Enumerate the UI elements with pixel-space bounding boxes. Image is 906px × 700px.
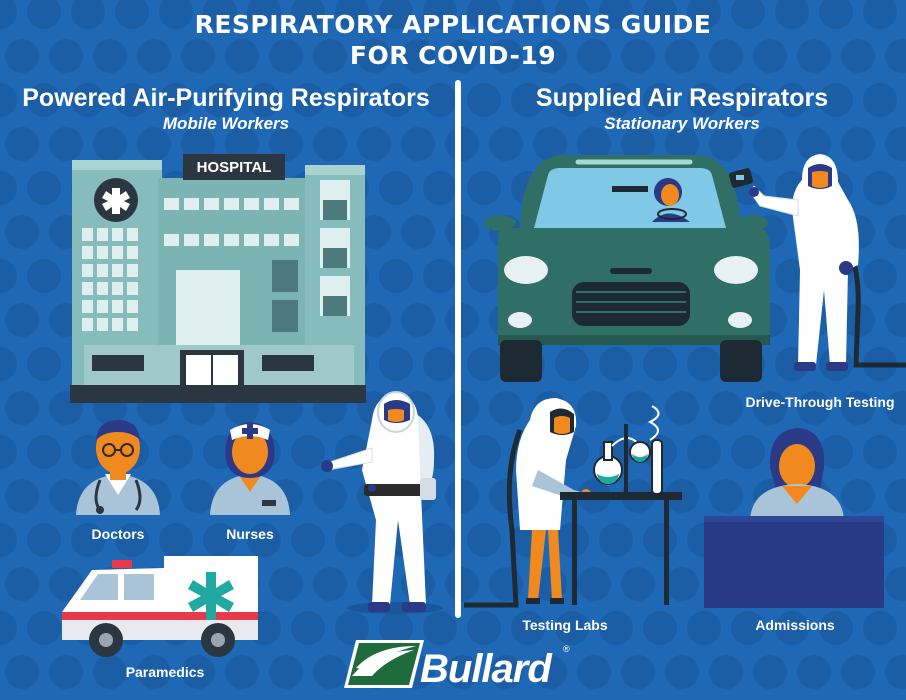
- left-section-subheading: Mobile Workers: [162, 114, 290, 133]
- paramedics-label: Paramedics: [125, 664, 205, 680]
- title-line-1: RESPIRATORY APPLICATIONS GUIDE: [194, 10, 712, 39]
- hospital-sign-text: HOSPITAL: [197, 159, 272, 176]
- right-section-heading: Supplied Air Respirators: [535, 84, 829, 112]
- registered-mark: ®: [563, 644, 570, 654]
- title-line-2: FOR COVID-19: [349, 41, 557, 70]
- drive-through-testing-label: Drive-Through Testing: [745, 394, 895, 410]
- nurses-label: Nurses: [226, 526, 274, 542]
- right-section-subheading: Stationary Workers: [604, 114, 760, 133]
- bullard-wordmark: Bullard: [420, 647, 553, 691]
- doctors-label: Doctors: [91, 526, 145, 542]
- testing-labs-label: Testing Labs: [522, 617, 608, 633]
- left-section-heading: Powered Air-Purifying Respirators: [22, 84, 430, 112]
- admissions-label: Admissions: [755, 617, 835, 633]
